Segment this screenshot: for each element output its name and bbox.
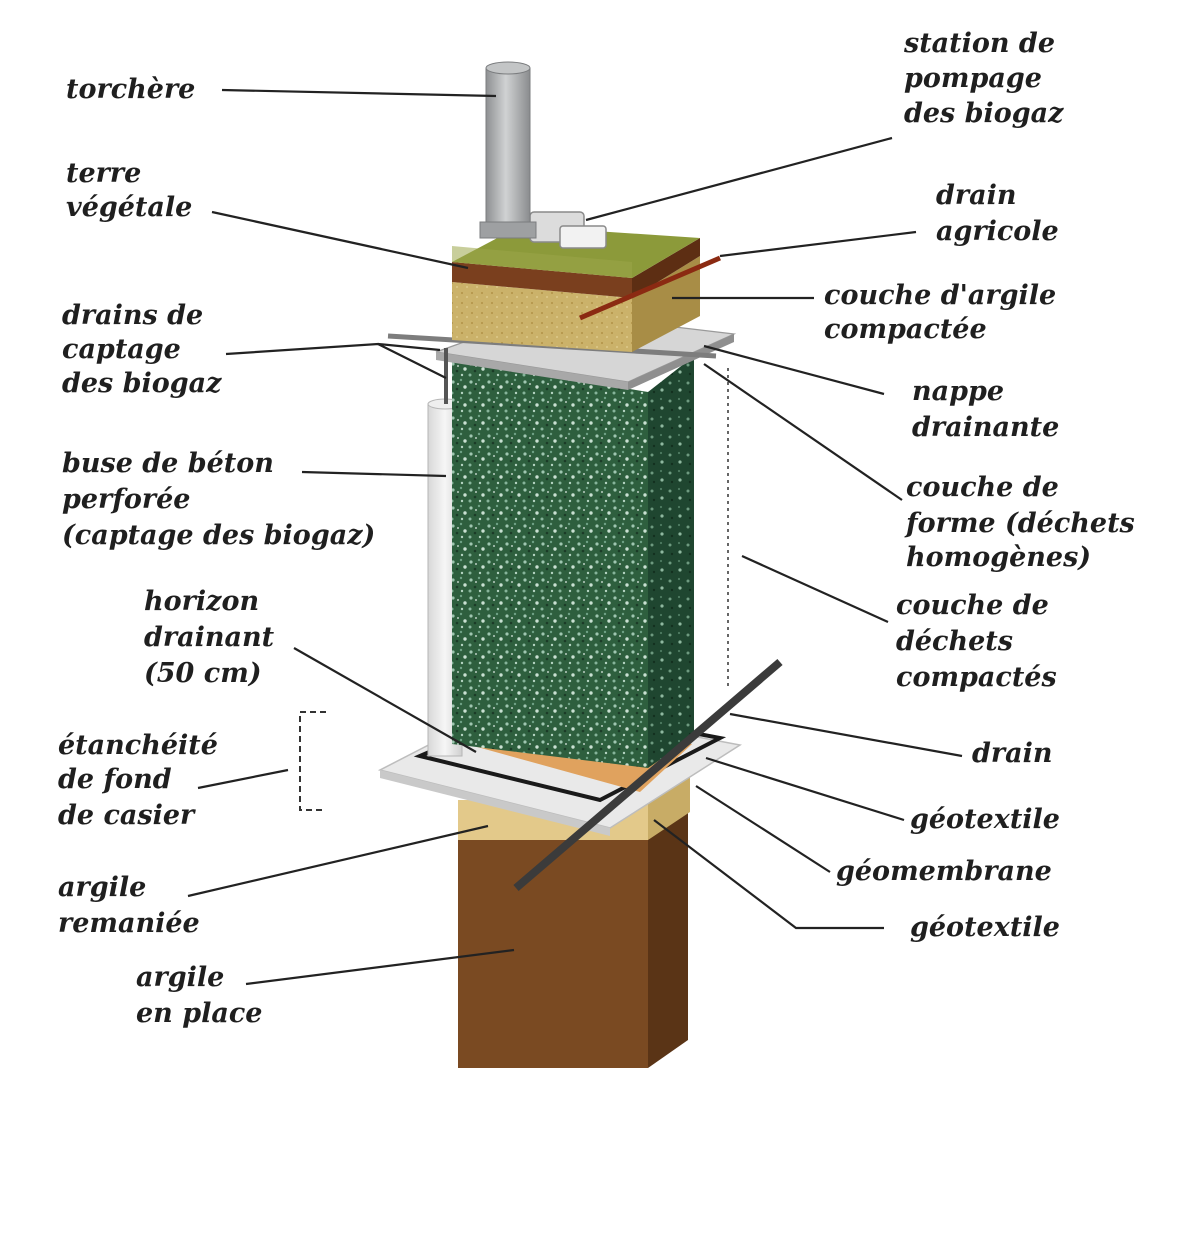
leader-geomembrane <box>695 785 831 873</box>
compacted-clay-cap <box>452 256 700 352</box>
leader-etancheite <box>197 768 289 790</box>
label-couche-argile-compactee: couche d'argile compactée <box>824 280 1066 345</box>
label-geomembrane: géomembrane <box>836 856 1052 887</box>
leader-argile-remaniee <box>187 824 489 898</box>
leader-nappe <box>703 344 885 396</box>
flare-chimney <box>479 61 537 239</box>
label-couche-forme: couche de forme (déchets homogènes) <box>904 472 1144 573</box>
leader-geotextile-2 <box>653 819 884 930</box>
leader-drain <box>729 712 963 758</box>
leader-torchere <box>221 88 497 98</box>
label-etancheite-fond: étanchéité de fond de casier <box>58 730 227 831</box>
label-couche-dechets: couche de déchets compactés <box>896 590 1058 693</box>
label-drains-captage: drains de captage des biogaz <box>62 300 222 399</box>
agricultural-drain-pipe <box>579 255 721 321</box>
label-argile-remaniee: argile remaniée <box>58 872 200 939</box>
diagram-labels: torchère station de pompage des biogaz t… <box>58 28 1144 1029</box>
label-terre-vegetale: terre végétale <box>66 158 192 223</box>
leader-drains-captage <box>225 342 447 379</box>
leader-dechets <box>741 554 889 624</box>
leader-horizon <box>293 647 477 753</box>
leader-drain-agricole <box>719 230 917 258</box>
landfill-column <box>377 61 783 1068</box>
label-geotextile-bottom: géotextile <box>910 912 1060 943</box>
label-drain-agricole: drain agricole <box>936 180 1059 247</box>
leader-drains-captage-2 <box>377 342 441 352</box>
label-horizon-drainant: horizon drainant (50 cm) <box>144 586 284 689</box>
label-drain: drain <box>972 738 1053 769</box>
native-clay-block <box>458 812 688 1068</box>
leader-buse <box>301 470 447 478</box>
topsoil-layer <box>452 226 700 298</box>
leader-lines <box>187 88 963 986</box>
label-nappe-drainante: nappe drainante <box>912 376 1059 443</box>
compacted-waste-block <box>452 356 694 768</box>
label-argile-en-place: argile en place <box>136 962 262 1029</box>
label-station-pompage: station de pompage des biogaz <box>903 28 1064 129</box>
leader-argile-place <box>245 948 515 986</box>
label-torchere: torchère <box>66 74 195 105</box>
etancheite-bracket <box>299 711 326 811</box>
leader-couche-forme <box>703 363 903 501</box>
leader-terre <box>211 210 469 270</box>
leader-station <box>585 136 893 222</box>
bottom-drain-pipe <box>513 658 783 892</box>
leader-geotextile-1 <box>705 756 905 822</box>
label-geotextile-top: géotextile <box>910 804 1060 835</box>
label-buse-beton: buse de béton perforée (captage des biog… <box>62 448 375 551</box>
